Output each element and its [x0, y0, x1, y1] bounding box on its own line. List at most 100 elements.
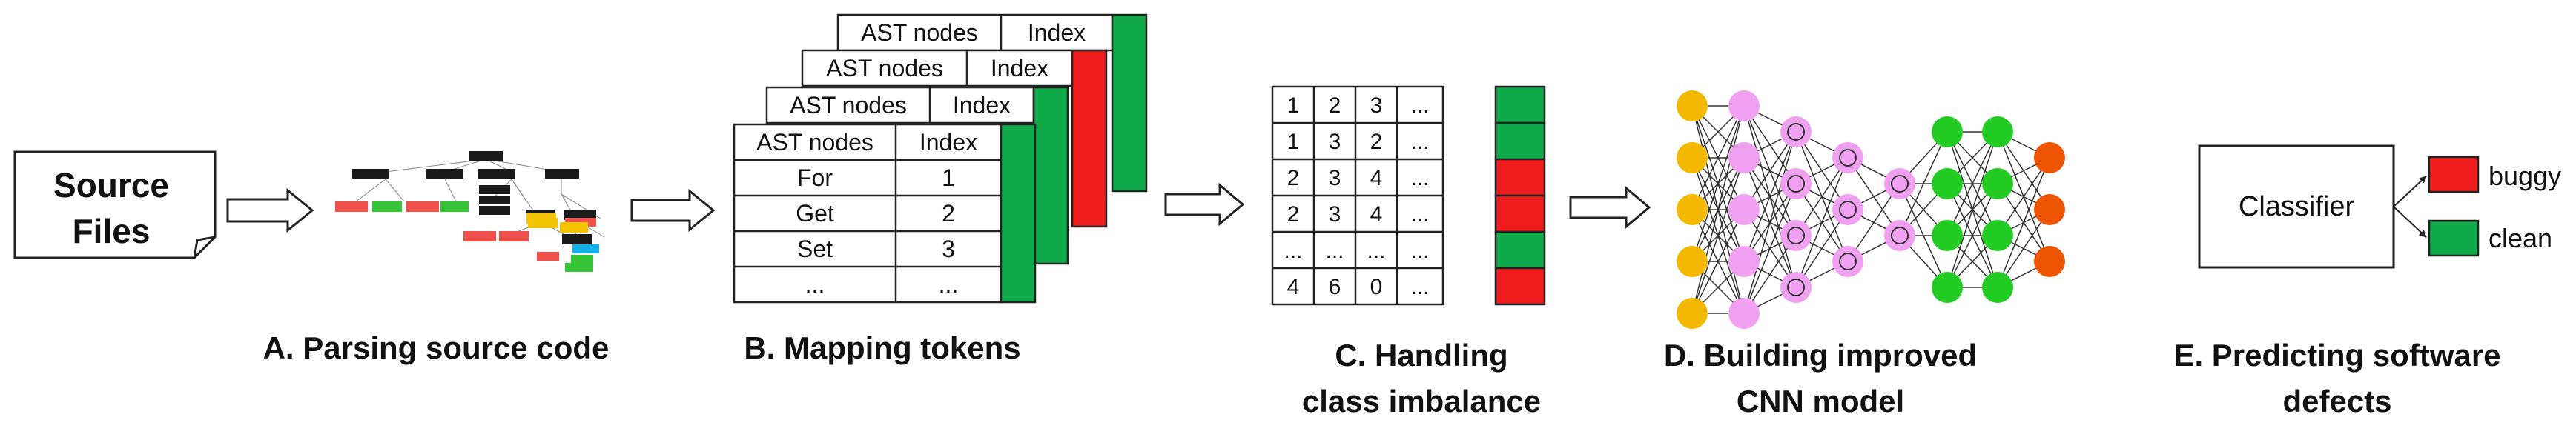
caption-d-line1: D. Building improved [1664, 338, 1977, 373]
ast-node [372, 201, 402, 212]
mapping-index-cell: 1 [942, 164, 955, 191]
cnn-edge [1899, 131, 1948, 236]
cnn-neuron [1982, 116, 2013, 147]
flow-arrow-3 [1164, 182, 1245, 227]
ast-node [463, 231, 496, 241]
cnn-edge [1795, 209, 1849, 288]
cnn-edge [1997, 157, 2050, 288]
cnn-edge [1795, 157, 1849, 288]
cnn-neuron [1780, 116, 1812, 147]
cnn-neuron [1780, 168, 1812, 199]
cnn-neuron [1982, 220, 2013, 251]
buggy-label: buggy [2489, 161, 2561, 191]
cnn-neuron [1677, 246, 1708, 277]
cnn-neuron [2034, 142, 2065, 173]
mapping-col-nodes-header: AST nodes [861, 19, 978, 46]
cnn-edge [1691, 105, 1745, 262]
cnn-neuron [1884, 220, 1915, 251]
caption-c-line1: C. Handling [1335, 338, 1507, 373]
cnn-edge [1946, 131, 1998, 236]
balance-cell: ... [1410, 239, 1429, 263]
cnn-neuron [1677, 194, 1708, 225]
balance-cell: 1 [1287, 130, 1300, 154]
balance-cell: ... [1367, 239, 1385, 263]
ast-node [478, 169, 515, 179]
cnn-neuron [1728, 142, 1760, 173]
cnn-edge [1743, 131, 1797, 262]
ast-node [469, 151, 503, 161]
cnn-neuron [1932, 116, 1963, 147]
balance-cell: ... [1284, 239, 1302, 263]
balance-cell: ... [1410, 93, 1429, 118]
ast-tree [335, 151, 605, 272]
cnn-edge [1946, 131, 1998, 288]
ast-edge [385, 179, 405, 202]
mapping-label-strip [1111, 13, 1148, 193]
mapping-node-cell: For [797, 164, 833, 191]
cnn-neuron [1932, 168, 1963, 199]
cnn-neuron [1677, 90, 1708, 121]
mapping-front-index-header: Index [919, 129, 977, 156]
source-files-line1: Source [53, 166, 169, 204]
cnn-edge [1691, 105, 1745, 314]
balance-label-cell [1494, 194, 1546, 233]
balance-cell: 2 [1370, 130, 1383, 154]
balance-cell: ... [1410, 275, 1429, 299]
cnn-edge [1743, 183, 1797, 314]
source-files-document: Source Files [13, 150, 217, 259]
cnn-edge [1743, 131, 1797, 210]
ast-node [565, 263, 593, 272]
ast-node [537, 252, 559, 261]
caption-a: A. Parsing source code [263, 330, 610, 365]
mapping-node-cell: ... [805, 271, 825, 298]
mapping-col-index-header: Index [1028, 19, 1086, 46]
cnn-edge [1691, 105, 1745, 210]
balance-cell: 4 [1370, 166, 1383, 190]
mapping-col-nodes-header: AST nodes [790, 92, 907, 119]
balance-cell: 2 [1329, 93, 1341, 118]
cnn-edge [1997, 157, 2050, 236]
cnn-edge [1997, 209, 2050, 288]
clean-swatch [2428, 219, 2480, 257]
balance-cell: 3 [1370, 93, 1383, 118]
balance-label-cell [1494, 230, 1546, 270]
cnn-edge [1691, 157, 1745, 314]
ast-node [560, 222, 588, 233]
balance-cell: 6 [1329, 275, 1341, 299]
cnn-edge [1691, 209, 1745, 314]
ast-edge [355, 179, 386, 202]
cnn-neuron [1932, 272, 1963, 303]
ast-node [479, 196, 510, 204]
mapping-col-index-header: Index [991, 55, 1048, 81]
ast-node [545, 169, 579, 179]
caption-b: B. Mapping tokens [744, 330, 1020, 365]
cnn-edge [1743, 235, 1797, 314]
balance-cell: ... [1410, 202, 1429, 227]
classifier-label: Classifier [2239, 191, 2355, 222]
balance-cell: 3 [1329, 166, 1341, 190]
classifier-box [2198, 144, 2395, 269]
mapping-index-cell: 2 [942, 200, 955, 227]
balance-cell: 2 [1287, 166, 1300, 190]
mapping-front-label-strip [1000, 123, 1037, 304]
ast-node [479, 185, 510, 194]
ast-edge [561, 193, 572, 212]
cnn-neuron [1780, 272, 1812, 303]
ast-node [440, 201, 469, 212]
cnn-neuron [1728, 298, 1760, 329]
cnn-neuron [1832, 194, 1863, 225]
cnn-neuron [1982, 272, 2013, 303]
cnn-neuron [1728, 90, 1760, 121]
cnn-neuron [2034, 194, 2065, 225]
balance-cell: 0 [1370, 275, 1383, 299]
balance-cell: 2 [1287, 202, 1300, 227]
ast-edge [444, 179, 457, 202]
cnn-edge [1743, 131, 1797, 314]
mapping-col-index-header: Index [953, 92, 1011, 119]
caption-e-line1: E. Predicting software [2173, 338, 2500, 373]
balance-cell: ... [1325, 239, 1344, 263]
